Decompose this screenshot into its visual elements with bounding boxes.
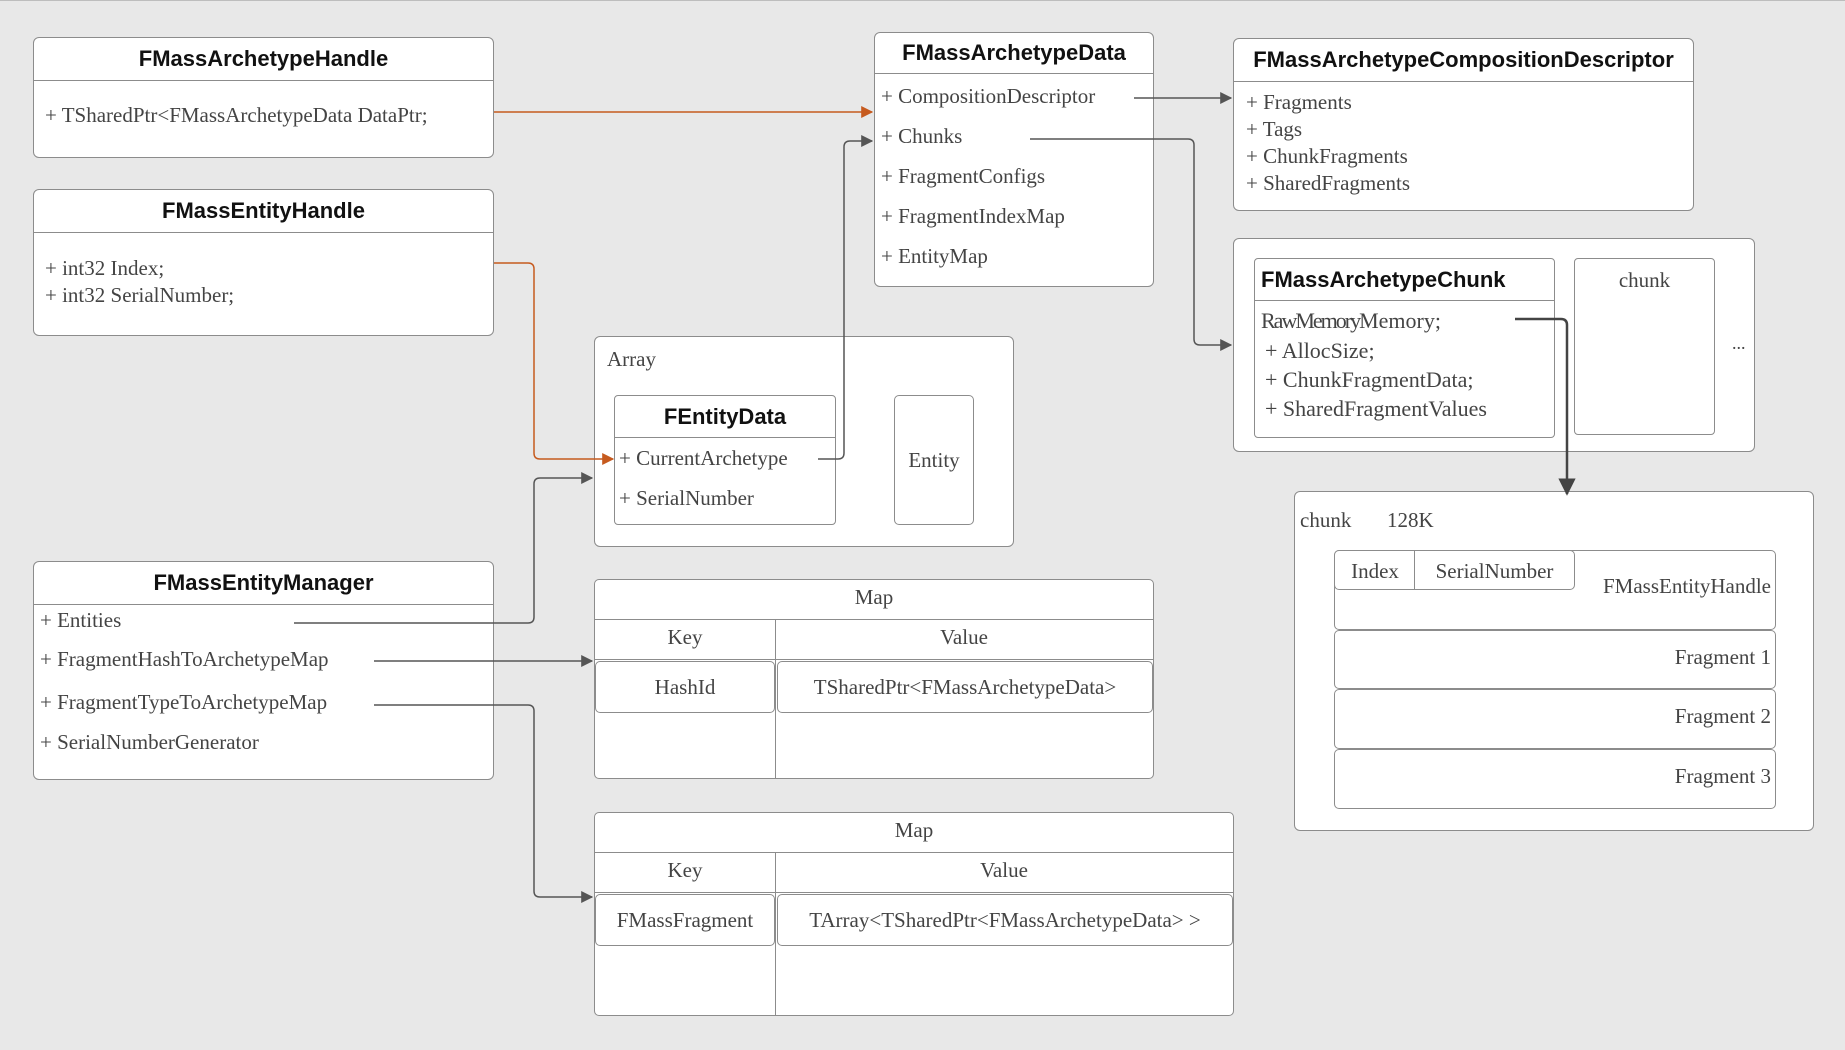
- index-serial-divider: [1414, 551, 1415, 589]
- chunk-placeholder-label: chunk: [1618, 268, 1671, 292]
- composition-field-chunkfragments: + ChunkFragments: [1246, 144, 1408, 168]
- archetype-chunk-title: FMassArchetypeChunk: [1255, 259, 1554, 301]
- map2-header-divider: [595, 892, 1233, 893]
- entity-manager-title: FMassEntityManager: [34, 562, 493, 605]
- archetype-chunk-box[interactable]: FMassArchetypeChunk RawMemoryMemory; + A…: [1254, 258, 1555, 438]
- fentitydata-field-serialnumber: + SerialNumber: [619, 486, 754, 510]
- rawmemory-tail: Memory;: [1359, 308, 1441, 333]
- entity-handle-box[interactable]: FMassEntityHandle + int32 Index; + int32…: [33, 189, 494, 336]
- map1-key-cell[interactable]: HashId: [595, 661, 775, 713]
- map1-box[interactable]: Map Key Value HashId TSharedPtr<FMassArc…: [594, 579, 1154, 779]
- fragment-1-label: Fragment 1: [1674, 645, 1771, 669]
- entity-handle-row-label: FMassEntityHandle: [1603, 574, 1771, 598]
- entity-handle-title: FMassEntityHandle: [34, 190, 493, 233]
- manager-field-serialgenerator: + SerialNumberGenerator: [40, 730, 259, 754]
- archetype-chunk-field-sharedfragmentvalues: + SharedFragmentValues: [1265, 396, 1487, 421]
- chunk-memory-label: chunk: [1300, 508, 1352, 532]
- entity-cell[interactable]: Entity: [894, 395, 974, 525]
- fentitydata-field-currentarchetype: + CurrentArchetype: [619, 446, 788, 470]
- map1-key-header: Key: [667, 625, 703, 649]
- fragment-row-3[interactable]: Fragment 3: [1334, 749, 1776, 809]
- map1-column-divider: [775, 619, 776, 778]
- map1-value-cell[interactable]: TSharedPtr<FMassArchetypeData>: [777, 661, 1153, 713]
- map2-value-cell[interactable]: TArray<TSharedPtr<FMassArchetypeData> >: [777, 894, 1233, 946]
- serial-label: SerialNumber: [1435, 559, 1554, 583]
- entity-manager-box[interactable]: FMassEntityManager + Entities + Fragment…: [33, 561, 494, 780]
- archetype-data-box[interactable]: FMassArchetypeData + CompositionDescript…: [874, 32, 1154, 287]
- index-label: Index: [1351, 559, 1399, 583]
- entity-handle-field-index: + int32 Index;: [45, 256, 165, 280]
- fentitydata-title: FEntityData: [615, 396, 835, 438]
- archetype-chunk-field-chunkfragmentdata: + ChunkFragmentData;: [1265, 367, 1474, 392]
- archetype-chunk-field-rawmemory: RawMemoryMemory;: [1261, 308, 1441, 334]
- chunk-placeholder-box[interactable]: chunk: [1574, 258, 1715, 435]
- chunk-memory-size: 128K: [1387, 508, 1434, 532]
- composition-field-fragments: + Fragments: [1246, 90, 1352, 114]
- manager-field-entities: + Entities: [40, 608, 122, 632]
- map1-title: Map: [854, 585, 894, 609]
- fragment-row-2[interactable]: Fragment 2: [1334, 689, 1776, 749]
- map1-value-header: Value: [940, 625, 988, 649]
- manager-field-fragmenttype: + FragmentTypeToArchetypeMap: [40, 690, 328, 714]
- composition-descriptor-box[interactable]: FMassArchetypeCompositionDescriptor + Fr…: [1233, 38, 1694, 211]
- map2-title-divider: [595, 852, 1233, 853]
- composition-field-sharedfragments: + SharedFragments: [1246, 171, 1411, 195]
- fentitydata-box[interactable]: FEntityData + CurrentArchetype + SerialN…: [614, 395, 836, 525]
- map2-key-cell[interactable]: FMassFragment: [595, 894, 775, 946]
- map1-header-divider: [595, 659, 1153, 660]
- map1-title-divider: [595, 619, 1153, 620]
- chunk-ellipsis: ...: [1732, 333, 1746, 353]
- entity-handle-row[interactable]: Index SerialNumber FMassEntityHandle: [1334, 550, 1776, 630]
- archetype-data-field-fragmentindexmap: + FragmentIndexMap: [881, 204, 1065, 228]
- archetype-data-title: FMassArchetypeData: [875, 33, 1153, 74]
- entities-array-container[interactable]: Array FEntityData + CurrentArchetype + S…: [594, 336, 1014, 547]
- map2-box[interactable]: Map Key Value FMassFragment TArray<TShar…: [594, 812, 1234, 1016]
- fragment-3-label: Fragment 3: [1674, 764, 1771, 788]
- archetype-handle-field: + TSharedPtr<FMassArchetypeData DataPtr;: [45, 103, 428, 127]
- map2-title: Map: [894, 818, 934, 842]
- archetype-handle-title: FMassArchetypeHandle: [34, 38, 493, 81]
- composition-field-tags: + Tags: [1246, 117, 1303, 141]
- archetype-data-field-chunks: + Chunks: [881, 124, 963, 148]
- chunk-memory-box[interactable]: chunk 128K Index SerialNumber FMassEntit…: [1294, 491, 1814, 831]
- index-serial-cell: Index SerialNumber: [1334, 550, 1575, 590]
- archetype-chunk-field-allocsize: + AllocSize;: [1265, 338, 1375, 363]
- map2-value-header: Value: [980, 858, 1028, 882]
- array-label: Array: [607, 347, 656, 371]
- manager-field-fragmenthash: + FragmentHashToArchetypeMap: [40, 647, 329, 671]
- composition-descriptor-title: FMassArchetypeCompositionDescriptor: [1234, 39, 1693, 82]
- entity-handle-field-serial: + int32 SerialNumber;: [45, 283, 235, 307]
- map2-key-header: Key: [667, 858, 703, 882]
- fragment-2-label: Fragment 2: [1674, 704, 1771, 728]
- archetype-handle-box[interactable]: FMassArchetypeHandle + TSharedPtr<FMassA…: [33, 37, 494, 158]
- map2-column-divider: [775, 852, 776, 1015]
- top-border: [0, 0, 1845, 1]
- chunk-array-container[interactable]: FMassArchetypeChunk RawMemoryMemory; + A…: [1233, 238, 1755, 452]
- rawmemory-overlap: RawMemory: [1261, 308, 1361, 333]
- archetype-data-field-composition: + CompositionDescriptor: [881, 84, 1096, 108]
- archetype-data-field-entitymap: + EntityMap: [881, 244, 988, 268]
- archetype-data-field-fragmentconfigs: + FragmentConfigs: [881, 164, 1046, 188]
- fragment-row-1[interactable]: Fragment 1: [1334, 630, 1776, 689]
